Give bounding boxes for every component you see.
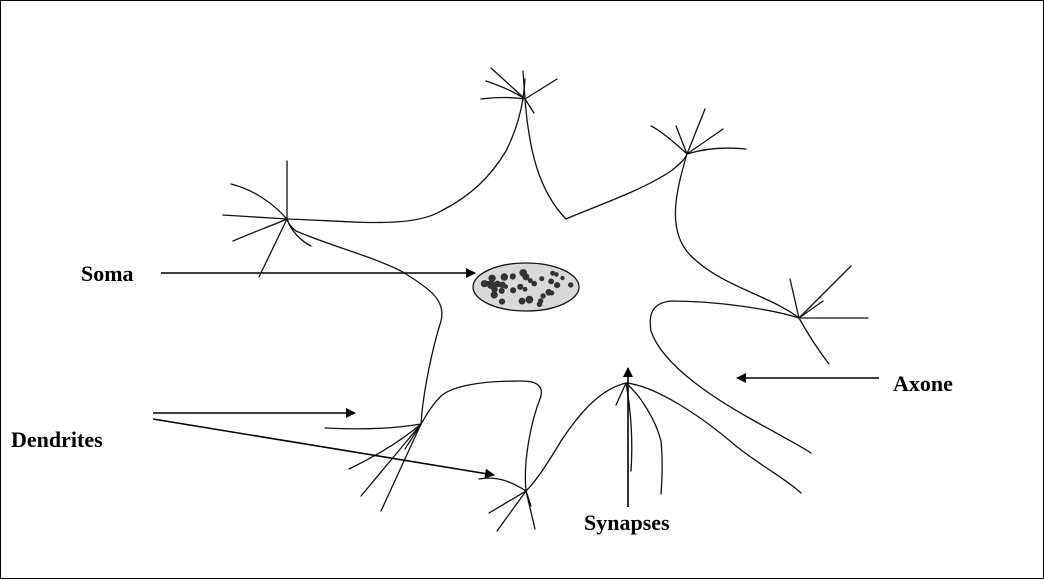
nucleus-granule bbox=[488, 275, 495, 282]
nucleus-granule bbox=[499, 299, 505, 305]
nucleus bbox=[473, 263, 579, 311]
tuft-top bbox=[481, 68, 557, 113]
dendrite-right-upper-edge bbox=[675, 154, 799, 318]
dendrite-bottom-right-edge bbox=[526, 383, 626, 491]
nucleus-granule bbox=[501, 273, 508, 280]
nucleus-granule bbox=[554, 282, 560, 288]
nucleus-granule bbox=[498, 283, 503, 288]
dendrite-bottom-left-edge bbox=[421, 381, 541, 491]
dendrites-label: Dendrites bbox=[11, 427, 103, 452]
nucleus-granule bbox=[568, 282, 573, 287]
dendrite-left-edge bbox=[287, 219, 442, 424]
nucleus-granule bbox=[510, 287, 516, 293]
axon-lower-edge bbox=[626, 383, 801, 493]
tuft-bottom-left bbox=[325, 424, 421, 511]
nucleus-granule bbox=[560, 276, 564, 280]
nucleus-granule bbox=[510, 274, 516, 280]
nucleus-granule bbox=[526, 296, 534, 304]
nucleus-granule bbox=[548, 279, 554, 285]
dendrites-arrow-lower bbox=[153, 419, 494, 475]
nucleus-granule bbox=[486, 281, 491, 286]
synapses-label: Synapses bbox=[584, 510, 670, 535]
nucleus-granule bbox=[503, 284, 508, 289]
nucleus-granule bbox=[540, 293, 545, 298]
nucleus-granule bbox=[491, 285, 496, 290]
nucleus-granule bbox=[499, 288, 505, 294]
nucleus-granule bbox=[523, 287, 528, 292]
nucleus-granule bbox=[528, 278, 533, 283]
nucleus-granule bbox=[546, 289, 553, 296]
dendrite-top-right-edge bbox=[525, 99, 687, 219]
tuft-bottom bbox=[479, 478, 535, 531]
tuft-right bbox=[790, 266, 868, 364]
tuft-top-right bbox=[651, 109, 746, 154]
axon-upper-edge bbox=[650, 301, 811, 453]
nucleus-granule bbox=[491, 291, 498, 298]
nucleus-granule bbox=[550, 271, 555, 276]
nucleus-granule bbox=[519, 298, 526, 305]
nucleus-granule bbox=[538, 298, 543, 303]
nucleus-granule bbox=[539, 276, 544, 281]
dendrite-top-left-upper-edge bbox=[287, 79, 525, 223]
soma-label: Soma bbox=[81, 261, 134, 286]
axone-label: Axone bbox=[893, 371, 953, 396]
nucleus-granule bbox=[519, 269, 527, 277]
tuft-synapse-right bbox=[616, 383, 662, 494]
nucleus-granule bbox=[517, 284, 523, 290]
